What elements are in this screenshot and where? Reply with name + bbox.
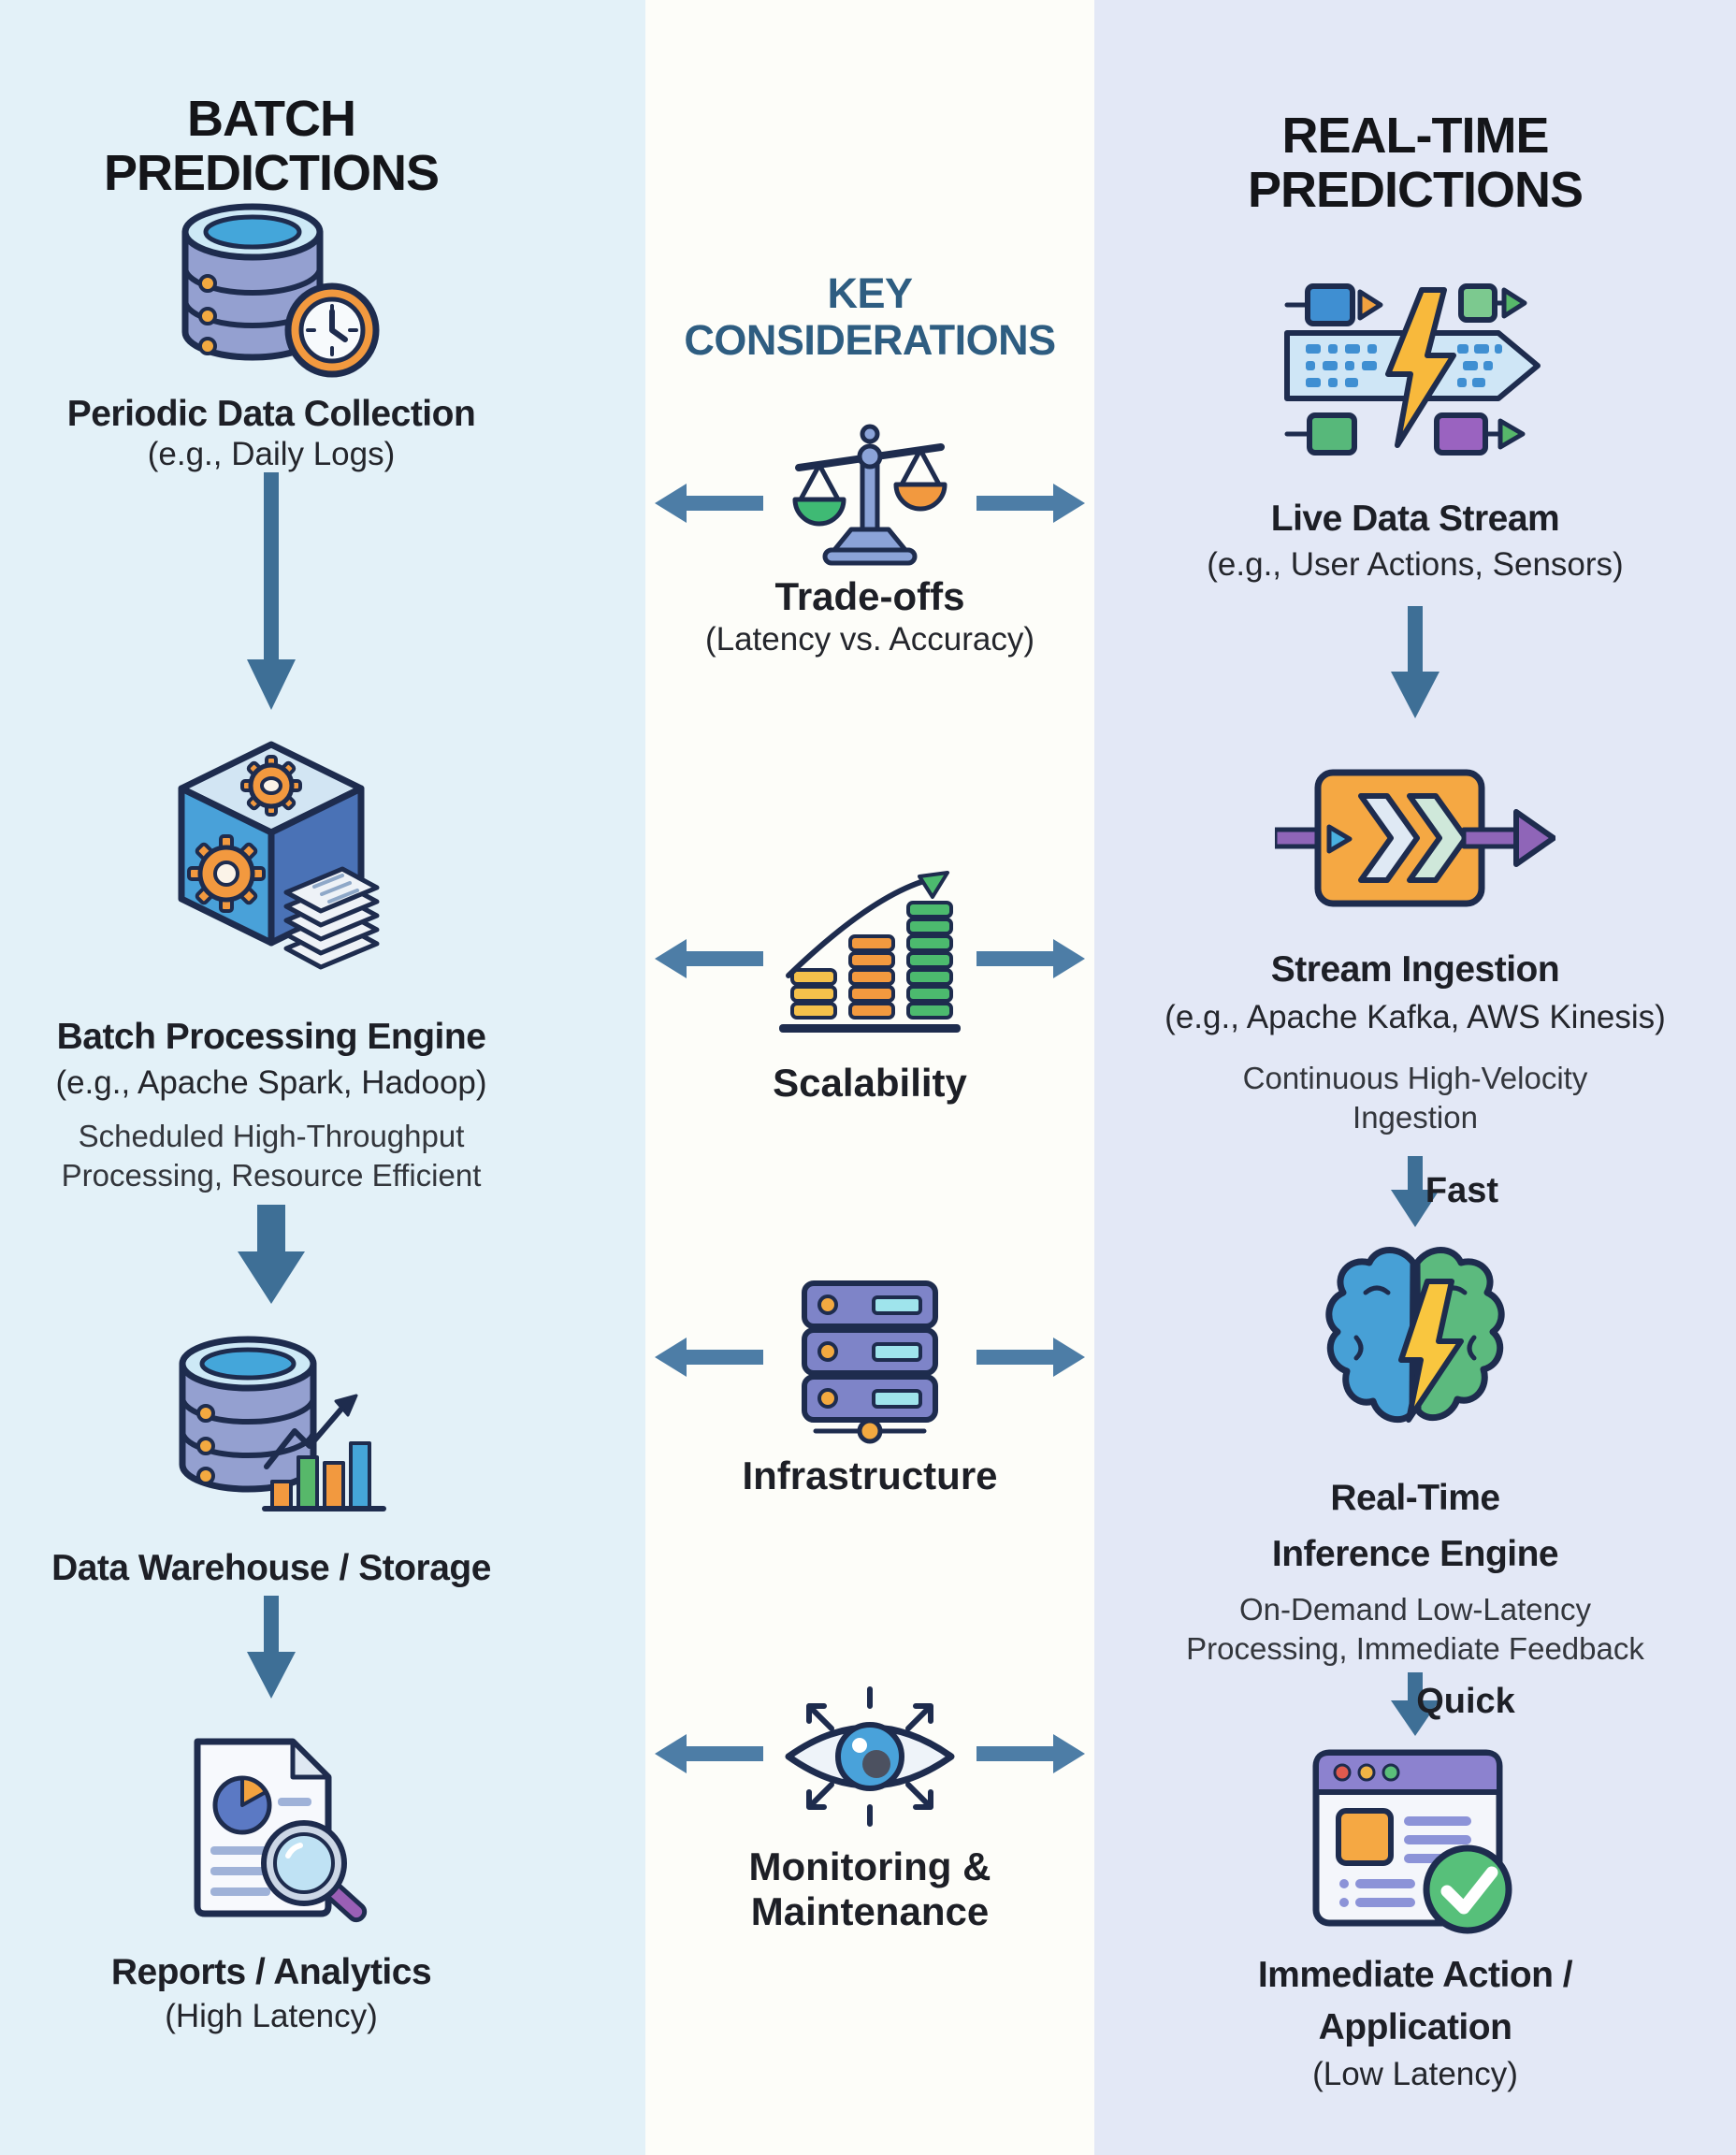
- reports-analytics-heading: Reports / Analytics: [110, 1952, 432, 1992]
- considerations-title: KEY CONSIDERATIONS: [645, 270, 1094, 364]
- inference-engine-desc: On-Demand Low-Latency Processing, Immedi…: [1094, 1590, 1736, 1669]
- scalability-bars-icon: [779, 871, 961, 1033]
- batch-engine-desc-line2: Processing, Resource Efficient: [61, 1158, 482, 1193]
- stream-ingestion-sub: (e.g., Apache Kafka, AWS Kinesis): [1165, 999, 1666, 1035]
- balance-scale-icon: [792, 424, 948, 566]
- data-warehouse-heading: Data Warehouse / Storage: [51, 1548, 491, 1588]
- inference-engine-heading: Real-Time Inference Engine: [1094, 1470, 1736, 1583]
- periodic-data-collection-heading: Periodic Data Collection: [66, 394, 476, 434]
- flow-arrow-down-icon: [1391, 606, 1439, 718]
- realtime-title-line1: REAL-TIME: [1281, 108, 1550, 165]
- batch-engine-heading: Batch Processing Engine: [56, 1017, 486, 1057]
- infrastructure-label: Infrastructure: [742, 1454, 998, 1497]
- monitoring-label: Monitoring & Maintenance: [645, 1844, 1094, 1934]
- stream-ingestion-heading: Stream Ingestion: [1270, 949, 1560, 990]
- inference-engine-heading-line1: Real-Time: [1330, 1478, 1500, 1518]
- flow-arrow-down-icon: [247, 472, 296, 710]
- batch-title-line2: PREDICTIONS: [103, 145, 440, 202]
- batch-engine-desc-line1: Scheduled High-Throughput: [78, 1119, 465, 1153]
- right-arrow-icon: [976, 1734, 1085, 1773]
- inference-brain-icon: [1325, 1247, 1505, 1424]
- batch-engine-desc: Scheduled High-Throughput Processing, Re…: [0, 1117, 542, 1195]
- live-data-stream-heading: Live Data Stream: [1270, 499, 1560, 539]
- application-window-icon: [1312, 1749, 1512, 1934]
- flow-arrow-down-thick-icon: [238, 1205, 305, 1304]
- flow-arrow-down-icon: [1391, 1156, 1439, 1227]
- immediate-action-sub: (Low Latency): [1312, 2056, 1518, 2092]
- stream-ingestion-icon: [1275, 769, 1555, 907]
- data-warehouse-icon: [179, 1336, 386, 1511]
- left-arrow-icon: [655, 939, 763, 978]
- flow-arrow-down-icon: [247, 1596, 296, 1699]
- monitoring-label-line1: Monitoring &: [748, 1844, 991, 1888]
- live-data-stream-sub: (e.g., User Actions, Sensors): [1207, 546, 1624, 583]
- scalability-label: Scalability: [773, 1061, 967, 1105]
- live-data-stream-icon: [1284, 283, 1541, 456]
- reports-analytics-icon: [194, 1738, 368, 1923]
- database-clock-icon: [181, 203, 380, 378]
- left-arrow-icon: [655, 1338, 763, 1377]
- batch-engine-sub: (e.g., Apache Spark, Hadoop): [55, 1064, 487, 1101]
- stream-ingestion-desc-line1: Continuous High-Velocity: [1242, 1061, 1588, 1095]
- right-arrow-icon: [976, 1338, 1085, 1377]
- immediate-action-heading-line2: Application: [1318, 2007, 1512, 2047]
- inference-engine-desc-line2: Processing, Immediate Feedback: [1186, 1631, 1644, 1666]
- immediate-action-heading: Immediate Action / Application: [1094, 1949, 1736, 2054]
- considerations-title-line1: KEY: [827, 269, 913, 318]
- trade-offs-label: Trade-offs: [774, 574, 965, 618]
- inference-engine-heading-line2: Inference Engine: [1271, 1534, 1559, 1574]
- realtime-title: REAL-TIME PREDICTIONS: [1094, 108, 1736, 217]
- flow-arrow-down-icon: [1391, 1672, 1439, 1736]
- fast-label: Fast: [1425, 1171, 1499, 1210]
- trade-offs-sub: (Latency vs. Accuracy): [704, 621, 1035, 658]
- monitoring-label-line2: Maintenance: [750, 1889, 990, 1933]
- inference-engine-desc-line1: On-Demand Low-Latency: [1238, 1592, 1592, 1627]
- right-arrow-icon: [976, 484, 1085, 523]
- batch-column: BATCH PREDICTIONS: [0, 0, 645, 2155]
- realtime-column: REAL-TIME PREDICTIONS: [1094, 0, 1736, 2155]
- left-arrow-icon: [655, 484, 763, 523]
- reports-analytics-sub: (High Latency): [165, 1998, 378, 2034]
- monitoring-eye-icon: [785, 1686, 955, 1827]
- considerations-column: KEY CONSIDERATIONS: [645, 0, 1094, 2155]
- immediate-action-heading-line1: Immediate Action /: [1257, 1955, 1573, 1995]
- realtime-title-line2: PREDICTIONS: [1247, 162, 1584, 219]
- considerations-title-line2: CONSIDERATIONS: [684, 316, 1056, 365]
- right-arrow-icon: [976, 939, 1085, 978]
- server-rack-icon: [802, 1280, 938, 1444]
- stream-ingestion-desc: Continuous High-Velocity Ingestion: [1094, 1059, 1736, 1137]
- batch-engine-cube-icon: [178, 741, 380, 970]
- batch-title-line1: BATCH: [187, 91, 356, 148]
- batch-title: BATCH PREDICTIONS: [0, 92, 542, 200]
- left-arrow-icon: [655, 1734, 763, 1773]
- stream-ingestion-desc-line2: Ingestion: [1353, 1100, 1478, 1135]
- periodic-data-collection-sub: (e.g., Daily Logs): [147, 436, 396, 472]
- quick-label: Quick: [1416, 1682, 1515, 1721]
